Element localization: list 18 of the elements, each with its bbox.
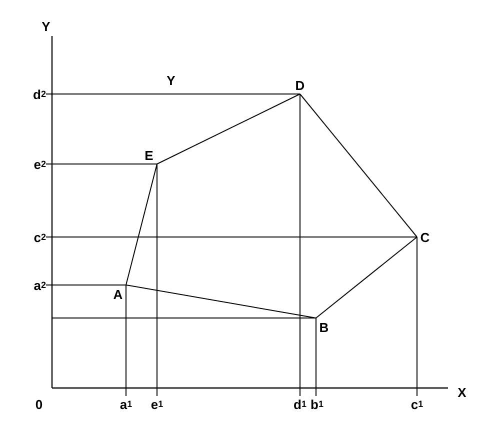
vertex-label: E xyxy=(141,146,157,164)
y-axis-label: Y xyxy=(40,18,52,34)
polygon-side xyxy=(316,236,418,318)
projection-line xyxy=(416,236,418,396)
x-axis-label: X xyxy=(456,384,468,400)
polygon-side xyxy=(300,94,418,238)
axis-label: Y xyxy=(166,72,176,88)
polygon-side xyxy=(126,284,316,318)
vertex-label: D xyxy=(292,76,308,94)
projection-line xyxy=(46,236,418,238)
polygon-side xyxy=(156,94,300,164)
projection-line xyxy=(46,284,126,286)
projection-line xyxy=(156,164,158,396)
polygon-side xyxy=(126,164,158,286)
vertex-label: A xyxy=(110,285,126,303)
vertex-label: C xyxy=(417,228,433,246)
origin-label: 0 xyxy=(34,396,44,412)
vertex-label: B xyxy=(316,318,332,336)
